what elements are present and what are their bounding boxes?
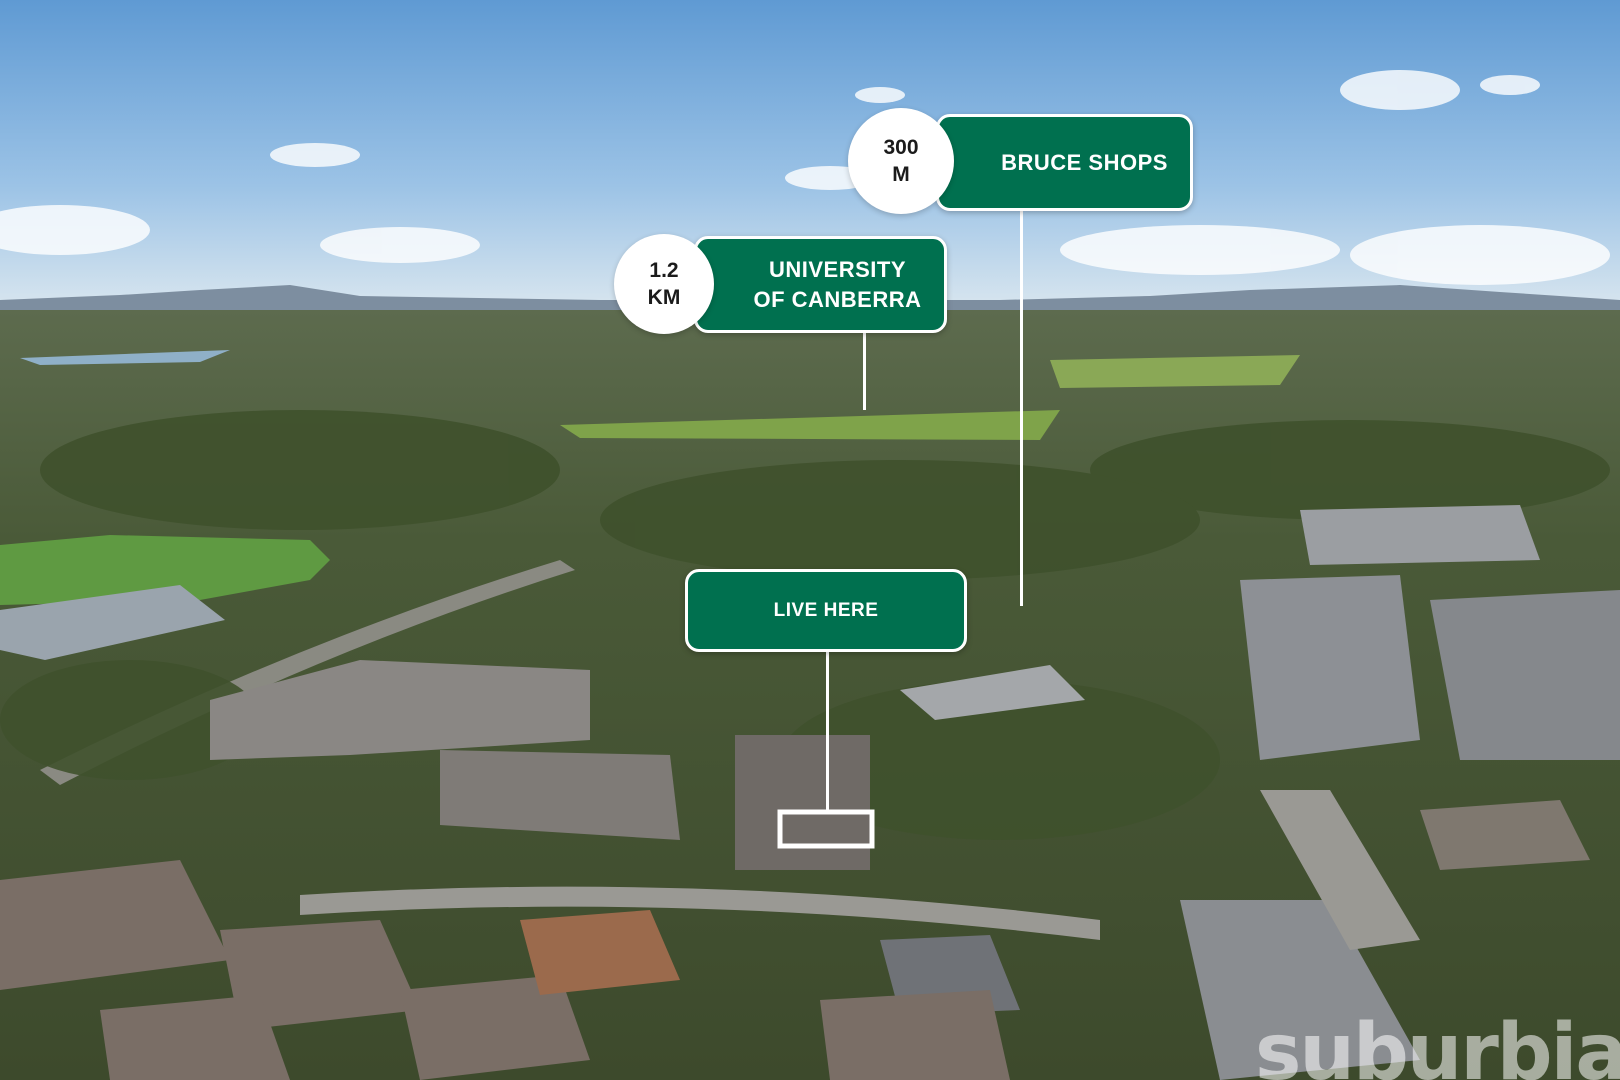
bruce-shops-callout: 300 M BRUCE SHOPS (848, 108, 1194, 214)
live-here-label-pill: LIVE HERE (685, 569, 967, 652)
bruce-shops-distance: 300 M (883, 135, 919, 186)
bruce-shops-leader-line (1020, 210, 1023, 606)
live-here-leader-line (826, 650, 829, 810)
university-leader-line (863, 328, 866, 410)
university-callout: 1.2 KM UNIVERSITY OF CANBERRA (614, 234, 948, 336)
live-here-callout: LIVE HERE (685, 569, 967, 652)
bruce-shops-label: BRUCE SHOPS (1001, 149, 1168, 175)
bruce-shops-distance-badge: 300 M (848, 108, 954, 214)
suburbia-watermark-logo: suburbia (1255, 1008, 1620, 1080)
university-label-pill: UNIVERSITY OF CANBERRA (694, 236, 947, 333)
bruce-shops-label-pill: BRUCE SHOPS (936, 114, 1193, 211)
university-distance-badge: 1.2 KM (614, 234, 714, 334)
university-label: UNIVERSITY OF CANBERRA (753, 256, 922, 312)
university-distance: 1.2 KM (647, 258, 681, 309)
live-here-label: LIVE HERE (773, 599, 879, 621)
